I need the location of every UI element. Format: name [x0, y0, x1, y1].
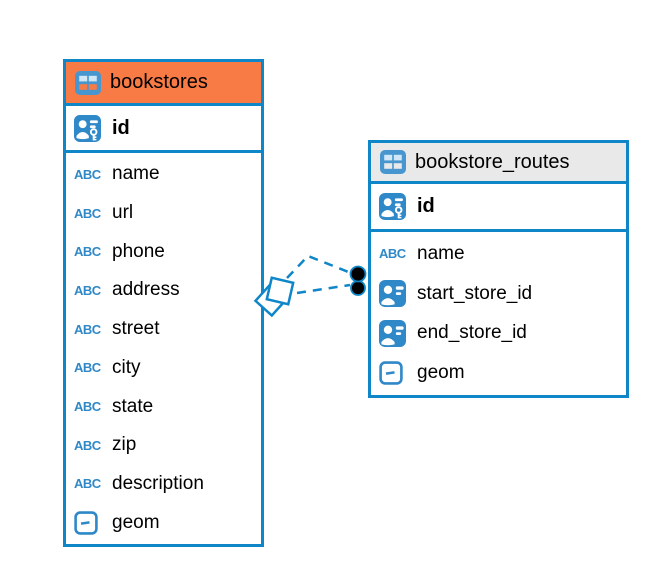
geometry-type-icon [74, 511, 104, 535]
table-icon [380, 150, 406, 174]
primary-key-row[interactable]: id [371, 184, 626, 232]
text-type-icon: ABC [74, 244, 101, 260]
text-type-icon: ABC [74, 282, 101, 298]
table-header-bookstores[interactable]: bookstores [66, 62, 261, 106]
column-row-geom[interactable]: geom [74, 503, 253, 542]
foreign-key-icon [379, 320, 409, 347]
table-title: bookstore_routes [415, 150, 570, 173]
table-bookstores[interactable]: bookstores id ABC name ABC url ABC phone… [63, 59, 264, 547]
text-type-icon: ABC [74, 399, 101, 415]
table-title: bookstores [110, 71, 208, 93]
text-type-icon: ABC [74, 205, 101, 221]
text-type-icon: ABC [74, 476, 101, 492]
column-row-address[interactable]: ABC address [74, 279, 180, 301]
primary-key-icon [74, 115, 104, 142]
text-type-icon: ABC [74, 321, 101, 337]
foreign-key-icon [379, 280, 409, 307]
primary-key-icon [379, 193, 409, 220]
column-row-start-store-id[interactable]: start_store_id [379, 274, 618, 314]
text-type-icon: ABC [379, 246, 406, 262]
column-row-geom[interactable]: geom [379, 353, 618, 393]
column-row-zip[interactable]: ABC zip [74, 434, 137, 456]
text-type-icon: ABC [74, 437, 101, 453]
column-row-street[interactable]: ABC street [74, 318, 160, 340]
text-type-icon: ABC [74, 360, 101, 376]
table-icon [75, 70, 101, 95]
column-row-phone[interactable]: ABC phone [74, 240, 165, 262]
column-row-state[interactable]: ABC state [74, 395, 154, 417]
column-list: ABC name ABC url ABC phone ABC address A… [66, 153, 261, 544]
geometry-type-icon [379, 361, 409, 385]
text-type-icon: ABC [74, 166, 101, 182]
column-list: ABC name start_store_id end_store_id geo… [371, 232, 626, 395]
table-header-bookstore-routes[interactable]: bookstore_routes [371, 143, 626, 184]
relationship-line-lower[interactable] [296, 283, 351, 295]
primary-key-label: id [112, 116, 130, 139]
column-row-name[interactable]: ABC name [379, 242, 465, 264]
column-row-end-store-id[interactable]: end_store_id [379, 314, 618, 354]
column-row-name[interactable]: ABC name [74, 163, 160, 185]
relationship-line-upper[interactable] [286, 254, 352, 279]
table-bookstore-routes[interactable]: bookstore_routes id ABC name start_store… [368, 140, 629, 398]
primary-key-row[interactable]: id [66, 106, 261, 153]
column-row-url[interactable]: ABC url [74, 202, 134, 224]
relationship-endpoint-dots[interactable] [349, 265, 367, 296]
column-row-description[interactable]: ABC description [74, 472, 204, 494]
column-row-city[interactable]: ABC city [74, 356, 141, 378]
relationship-edge[interactable] [286, 254, 352, 295]
primary-key-label: id [417, 195, 435, 217]
